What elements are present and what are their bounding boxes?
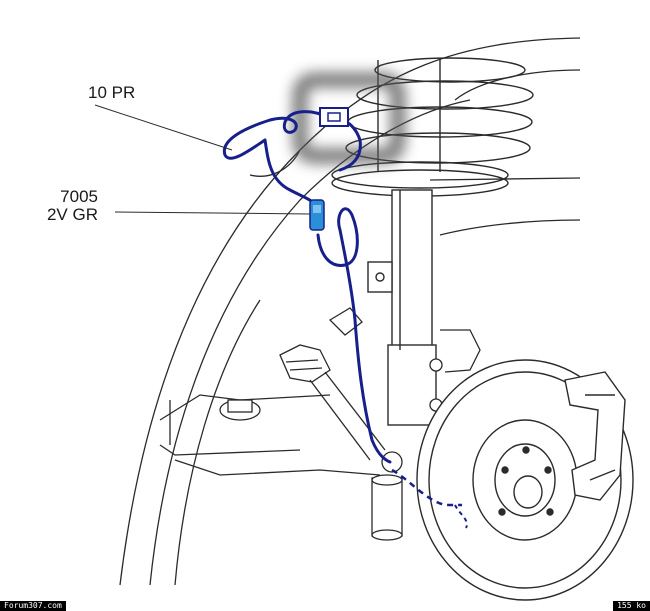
- brake-disc: [416, 359, 634, 601]
- callout-7005-part: 7005: [60, 187, 98, 206]
- leader-line-10pr: [94, 104, 233, 151]
- callout-7005: 7005 2V GR: [42, 188, 98, 224]
- brake-caliper: [564, 371, 626, 501]
- sensor-ring-dashed: [454, 504, 468, 529]
- footer-site-watermark: Forum307.com: [0, 601, 66, 611]
- connector-7005-icon: [309, 199, 325, 231]
- connector-10pr-icon: [319, 107, 349, 127]
- connector-highlight: [293, 73, 405, 163]
- drive-shaft: [279, 307, 386, 461]
- callout-7005-spec: 2V GR: [46, 205, 98, 224]
- lower-arm: [219, 329, 481, 541]
- leader-line-7005: [114, 211, 311, 215]
- callout-10pr: 10 PR: [88, 83, 136, 102]
- sensor-cable-dashed: [391, 468, 462, 507]
- footer-file-size: 155 ko: [613, 601, 650, 611]
- strut-tube: [367, 189, 437, 426]
